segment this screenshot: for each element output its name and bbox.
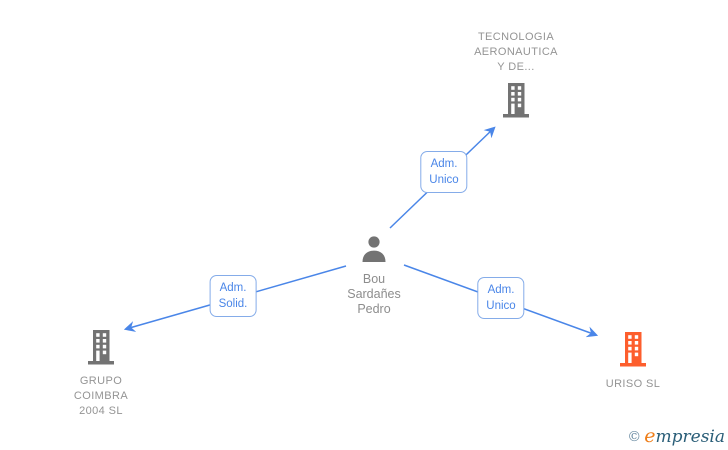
person-icon	[359, 234, 389, 264]
person-name-line: Pedro	[357, 302, 391, 316]
edge-label-line: Adm.	[430, 158, 458, 170]
person-name-line: Sardañes	[347, 287, 401, 301]
company-name: TECNOLOGIA AERONAUTICA Y DE...	[441, 30, 591, 75]
company-name-line: GRUPO	[79, 375, 123, 387]
company-name-line: AERONAUTICA	[474, 46, 558, 58]
node-company-uriso[interactable]: URISO SL	[558, 331, 708, 392]
building-icon	[86, 329, 116, 365]
node-company-tecnologia[interactable]: TECNOLOGIA AERONAUTICA Y DE...	[441, 30, 591, 123]
person-name-line: Bou	[362, 272, 386, 286]
edge-label-adm-unico-tecnologia: Adm. Unico	[420, 151, 468, 193]
company-name-line: 2004 SL	[79, 405, 123, 417]
node-company-grupo-coimbra[interactable]: GRUPO COIMBRA 2004 SL	[26, 329, 176, 419]
building-icon	[618, 331, 648, 367]
company-name-line: TECNOLOGIA	[477, 31, 555, 43]
empresia-brand-initial: e	[644, 425, 656, 447]
edge-label-line: Unico	[429, 174, 459, 186]
node-person-bou-sardanes-pedro[interactable]: Bou Sardañes Pedro	[299, 234, 449, 317]
edge-label-line: Adm.	[219, 282, 247, 294]
building-icon	[501, 82, 531, 118]
copyright-icon: ©	[627, 429, 642, 445]
edge-label-adm-solid-grupo-coimbra: Adm. Solid.	[209, 275, 257, 317]
company-name-line: Y DE...	[497, 61, 535, 73]
edge-label-line: Unico	[486, 300, 516, 312]
edge-label-line: Adm.	[487, 284, 515, 296]
person-name: Bou Sardañes Pedro	[299, 272, 449, 317]
company-name: URISO SL	[558, 377, 708, 392]
company-name-line: COIMBRA	[73, 390, 129, 402]
empresia-logo[interactable]: ©empresia	[627, 426, 725, 447]
empresia-brand-text: mpresia	[655, 427, 726, 447]
edge-label-adm-unico-uriso: Adm. Unico	[477, 277, 525, 319]
company-name-line: URISO SL	[605, 378, 661, 390]
company-name: GRUPO COIMBRA 2004 SL	[26, 374, 176, 419]
edge-label-line: Solid.	[218, 298, 248, 310]
